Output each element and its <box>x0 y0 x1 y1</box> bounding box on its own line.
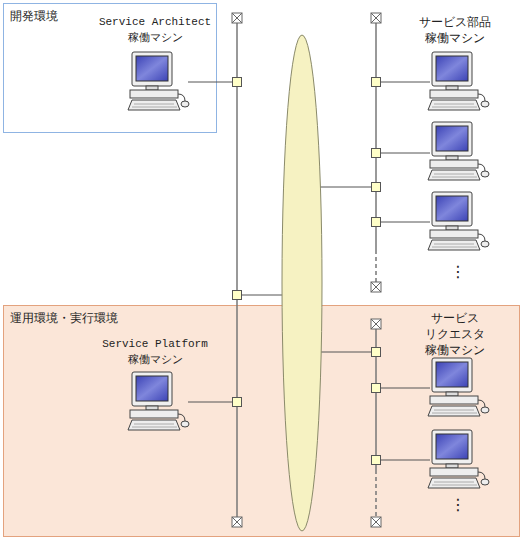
computer-icon <box>128 372 190 434</box>
environment-area: 運用環境・実行環境 Service Platform 稼働マシン サービス リクエス… <box>3 305 520 537</box>
computer-icon <box>428 192 489 250</box>
machine-label: Service Platform 稼働マシン <box>93 336 217 368</box>
machine-label: サービス リクエスタ 稼働マシン <box>422 310 488 358</box>
environment-area: 開発環境 Service Architect 稼働マシン <box>3 3 217 133</box>
computer-icon <box>428 358 490 420</box>
machine-node: Service Platform 稼働マシン <box>93 334 217 434</box>
bus-lines <box>237 23 376 517</box>
computer-icon <box>428 52 490 114</box>
continuation-dots: ⋮ <box>450 264 466 280</box>
machine-label: サービス部品 稼働マシン <box>400 14 510 46</box>
bus-terminators <box>232 13 381 527</box>
continuation-dots: ⋮ <box>450 497 466 513</box>
computer-icon <box>428 430 489 488</box>
network-ellipse <box>282 35 322 531</box>
bus-connectors <box>233 78 381 465</box>
area-title: 開発環境 <box>10 8 58 25</box>
drop-lines <box>188 82 430 460</box>
machine-node: サービス部品 稼働マシン <box>400 12 510 114</box>
computer-icon-shape <box>128 372 189 430</box>
computer-icon <box>428 122 489 180</box>
machine-node: Service Architect 稼働マシン <box>93 12 217 114</box>
computer-icon-shape <box>428 52 489 110</box>
computer-icon-shape <box>128 52 189 110</box>
machine-label: Service Architect 稼働マシン <box>93 14 217 46</box>
area-title: 運用環境・実行環境 <box>10 310 118 327</box>
machine-node: サービス リクエスタ 稼働マシン <box>415 308 495 420</box>
computer-icon-shape <box>428 358 489 416</box>
computer-icon <box>128 52 190 114</box>
